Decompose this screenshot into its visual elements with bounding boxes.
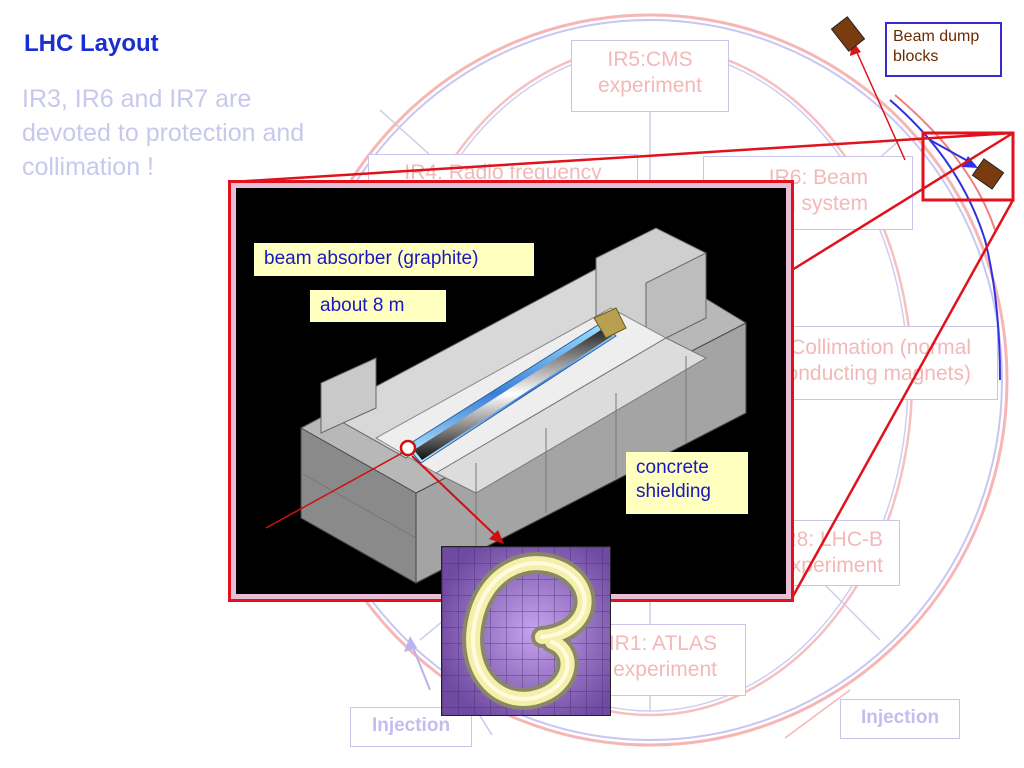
graphite-spiral-image [441, 546, 611, 716]
slide-subtitle: IR3, IR6 and IR7 are devoted to protecti… [22, 85, 305, 181]
injection-right-box: Injection [840, 699, 960, 739]
length-label: about 8 m [310, 290, 446, 322]
slide-title: LHC Layout [24, 30, 159, 57]
beam-dump-label: Beam dump blocks [885, 22, 1002, 77]
injection-left-box: Injection [350, 707, 472, 747]
ir5-box: IR5:CMS experiment [571, 40, 729, 112]
beam-absorber-3d-illustration [265, 227, 747, 584]
shielding-label: concrete shielding [626, 452, 748, 514]
absorber-label: beam absorber (graphite) [254, 243, 534, 276]
